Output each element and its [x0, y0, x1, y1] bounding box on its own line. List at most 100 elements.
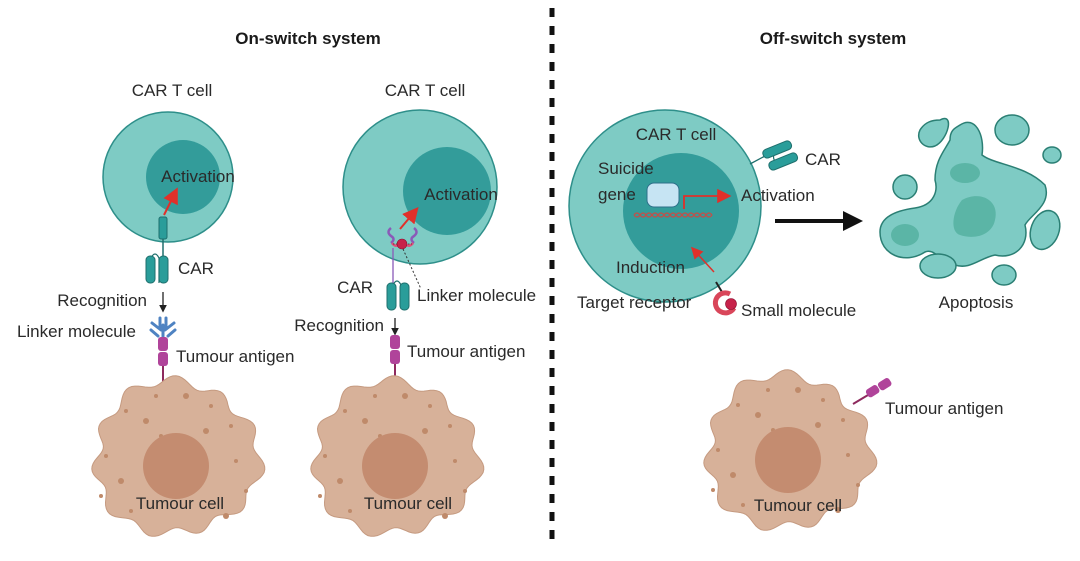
tumour-granule: [323, 454, 327, 458]
apoptotic-bleb: [991, 264, 1017, 286]
car-label-a: CAR: [178, 259, 214, 278]
cell-nucleus: [623, 153, 739, 269]
tumour-nucleus: [755, 427, 821, 493]
tumour-granule: [795, 387, 801, 393]
tumour-granule: [99, 494, 103, 498]
small-molecule-icon: [725, 298, 737, 310]
car-intracellular-domain: [158, 216, 168, 240]
tumour-granule: [841, 418, 845, 422]
tumour-granule: [229, 424, 233, 428]
induction-label: Induction: [616, 258, 685, 277]
tumour-granule: [223, 513, 229, 519]
tumour-granule: [856, 483, 860, 487]
target-receptor-label: Target receptor: [577, 293, 692, 312]
split-car-linker-icon: [387, 227, 418, 283]
apoptosis-label: Apoptosis: [939, 293, 1014, 312]
car-t-cell-b: [342, 109, 498, 265]
panel-off-switch: CAR T cell Suicide gene Activation Induc…: [568, 109, 1062, 531]
tumour-granule: [183, 393, 189, 399]
car-label-b: CAR: [337, 278, 373, 297]
activation-arrow-c: [683, 188, 732, 209]
recognition-label-a: Recognition: [57, 291, 147, 310]
linker-pointer: [402, 248, 422, 290]
apoptotic-bleb: [892, 174, 918, 200]
apoptotic-bleb: [1042, 146, 1062, 164]
tumour-granule: [318, 494, 322, 498]
panel-b-cell-label: CAR T cell: [385, 81, 466, 100]
suicide-gene-label-2: gene: [598, 185, 636, 204]
linker-label-b: Linker molecule: [417, 286, 536, 305]
suicide-gene-box: [646, 182, 680, 208]
car-receptor-icon-c: [749, 140, 799, 171]
tumour-antigen-icon-a: [158, 337, 168, 388]
tumour-cell-b: [310, 375, 485, 537]
tumour-granule: [124, 409, 128, 413]
panel-a: CAR T cell Activation CAR Recognition: [17, 81, 294, 537]
tumour-granule: [118, 478, 124, 484]
apoptotic-bleb: [918, 117, 950, 148]
tumour-granule: [736, 403, 740, 407]
tumour-granule: [244, 489, 248, 493]
small-molecule-label: Small molecule: [741, 301, 856, 320]
tumour-granule: [143, 418, 149, 424]
tumour-granule: [129, 509, 133, 513]
tumour-granule: [821, 398, 825, 402]
tumour-granule: [448, 424, 452, 428]
tumour-label-c: Tumour cell: [754, 496, 842, 515]
tumour-granule: [234, 459, 238, 463]
linker-label-a: Linker molecule: [17, 322, 136, 341]
apoptotic-bleb: [1029, 209, 1061, 251]
tumour-granule: [348, 509, 352, 513]
antigen-label-a: Tumour antigen: [176, 347, 294, 366]
tumour-antigen-icon-b: [390, 335, 400, 388]
tumour-granule: [711, 488, 715, 492]
tumour-granule: [154, 394, 158, 398]
tumour-granule: [337, 478, 343, 484]
tumour-cell-a: [91, 375, 266, 537]
tumour-granule: [203, 428, 209, 434]
tumour-granule: [402, 393, 408, 399]
tumour-granule: [741, 503, 745, 507]
tumour-granule: [343, 409, 347, 413]
dna-strand: [633, 212, 713, 218]
antigen-label-c: Tumour antigen: [885, 399, 1003, 418]
car-receptor-icon: [145, 253, 169, 284]
induction-arrow: [690, 246, 715, 273]
suicide-gene-label-1: Suicide: [598, 159, 654, 178]
panel-b: CAR T cell Activation CAR Linker molecul…: [294, 81, 536, 537]
tumour-granule: [373, 394, 377, 398]
target-receptor-icon: [712, 281, 737, 316]
tumour-granule: [835, 507, 841, 513]
linker-antibody-icon: [149, 316, 177, 340]
cell-nucleus: [403, 147, 491, 235]
tumour-granule: [766, 388, 770, 392]
tumour-granule: [422, 428, 428, 434]
linker-molecule-dot: [396, 238, 408, 250]
antigen-label-b: Tumour antigen: [407, 342, 525, 361]
tumour-nucleus: [362, 433, 428, 499]
tumour-granule: [453, 459, 457, 463]
off-cell-label: CAR T cell: [636, 125, 717, 144]
tumour-label-a: Tumour cell: [136, 494, 224, 513]
tumour-granule: [463, 489, 467, 493]
activation-arrow-b: [399, 206, 419, 230]
activation-label-b: Activation: [424, 185, 498, 204]
tumour-antigen-icon-c: [852, 378, 892, 405]
tumour-granule: [209, 404, 213, 408]
apoptotic-cell: [879, 114, 1062, 286]
tumour-granule: [755, 412, 761, 418]
tumour-granule: [716, 448, 720, 452]
apoptotic-bleb: [994, 114, 1030, 146]
recognition-label-b: Recognition: [294, 316, 384, 335]
tumour-granule: [815, 422, 821, 428]
car-receptor-icon-b: [386, 280, 410, 311]
tumour-granule: [104, 454, 108, 458]
tumour-granule: [442, 513, 448, 519]
tumour-granule: [730, 472, 736, 478]
apoptotic-bleb: [919, 253, 957, 279]
tumour-granule: [362, 418, 368, 424]
tumour-cell-c: [703, 369, 878, 531]
activation-label-a: Activation: [161, 167, 235, 186]
activation-arrow-a: [163, 187, 178, 216]
